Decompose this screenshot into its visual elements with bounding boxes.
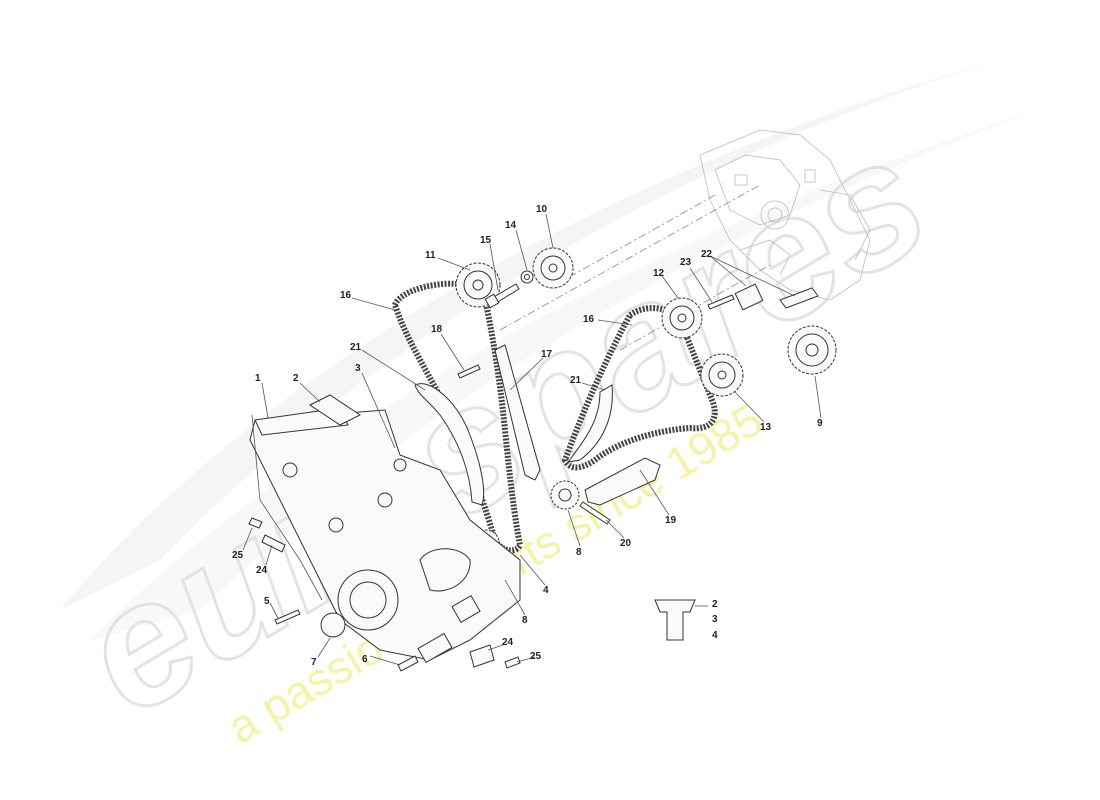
callout-25-right: 25 (530, 651, 542, 662)
kit-callout-2: 2 (712, 599, 718, 610)
callout-24-left: 24 (256, 565, 268, 576)
callout-21-left: 21 (350, 342, 362, 353)
kit-callout-3: 3 (712, 614, 718, 625)
sprocket-11 (455, 262, 501, 308)
bolt-20 (579, 501, 611, 525)
watermark-swoosh (60, 60, 1040, 640)
callout-1: 1 (255, 373, 261, 384)
callout-19: 19 (665, 515, 677, 526)
kit-key-symbol (654, 599, 708, 641)
gasket-1 (251, 414, 323, 601)
callout-11: 11 (425, 250, 436, 261)
callout-7: 7 (311, 657, 317, 668)
chain-guide-21-right (566, 384, 613, 463)
sensor-24b (469, 644, 495, 668)
callout-2: 2 (293, 373, 299, 384)
leader-lines (242, 213, 822, 666)
callout-10: 10 (536, 204, 548, 215)
callout-6: 6 (362, 654, 368, 665)
bolt-25b (504, 656, 521, 669)
callout-5: 5 (264, 596, 270, 607)
engine-block-outline (699, 129, 871, 301)
callout-18: 18 (431, 324, 443, 335)
callout-16-right: 16 (583, 314, 595, 325)
callout-12: 12 (653, 268, 665, 279)
callout-4: 4 (543, 585, 549, 596)
timing-cover (249, 407, 521, 664)
callout-16-left: 16 (340, 290, 352, 301)
sensor-22 (779, 287, 819, 309)
bolt-5 (274, 609, 301, 625)
callout-22: 22 (701, 249, 713, 260)
callout-8-left: 8 (522, 615, 528, 626)
callout-17: 17 (541, 349, 553, 360)
sprocket-13 (700, 353, 744, 397)
timing-chain-right (561, 305, 718, 471)
sensor-24a (261, 534, 286, 553)
callout-15: 15 (480, 235, 492, 246)
callout-8-right: 8 (576, 547, 582, 558)
kit-callout-4: 4 (712, 630, 718, 641)
sprocket-9 (787, 325, 837, 375)
callout-labels: 1 2 3 21 16 11 15 14 10 18 17 12 16 23 2… (232, 204, 823, 668)
callout-9: 9 (817, 418, 823, 429)
bolt-18 (457, 364, 481, 379)
sprocket-10 (532, 247, 574, 289)
chain-guide-21-left (414, 383, 485, 506)
washer-14 (520, 270, 534, 284)
bolt-23 (707, 294, 735, 310)
callout-25-left: 25 (232, 550, 244, 561)
chain-guide-17 (494, 344, 541, 481)
tensioner-19 (584, 457, 661, 506)
callout-3: 3 (355, 363, 361, 374)
bolt-15 (484, 283, 520, 309)
sprocket-8 (550, 480, 580, 510)
callout-23: 23 (680, 257, 692, 268)
callout-14: 14 (505, 220, 517, 231)
callout-24-right: 24 (502, 637, 514, 648)
bolt-6 (397, 655, 419, 672)
bolt-25a (248, 517, 263, 529)
callout-21-right: 21 (570, 375, 582, 386)
callout-13: 13 (760, 422, 772, 433)
bracket-2 (309, 394, 361, 426)
sprocket-12 (661, 297, 703, 339)
plug-22 (734, 283, 764, 311)
callout-20: 20 (620, 538, 632, 549)
